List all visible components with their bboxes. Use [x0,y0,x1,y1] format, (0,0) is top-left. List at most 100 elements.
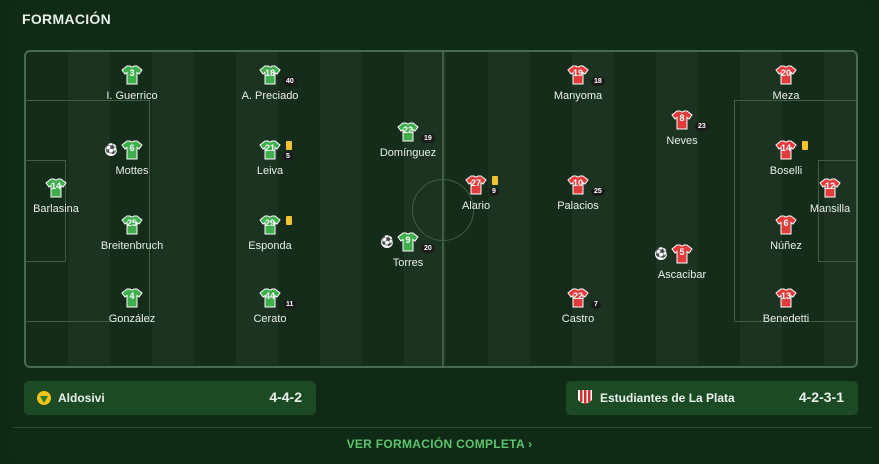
view-full-lineup-link[interactable]: VER FORMACIÓN COMPLETA › [0,437,879,451]
shirt-icon [397,122,419,142]
player-name: Leiva [256,165,284,177]
player-number: 6 [129,143,135,153]
shirt-icon [567,288,589,308]
shirt-icon [397,232,419,252]
player-number: 44 [264,291,275,301]
yellow-card-icon [492,176,498,185]
player-number: 18 [264,68,275,78]
player-name: Castro [561,313,595,325]
player-name: Esponda [248,240,292,252]
shirt-icon [121,65,143,85]
player-number: 22 [402,125,413,135]
left-penalty-area [26,100,150,322]
away-team-bar[interactable]: Estudiantes de La Plata 4-2-3-1 [566,381,858,415]
player-name: Barlasina [33,203,79,215]
player-name: Meza [772,90,800,102]
shirt-icon [121,140,143,160]
player-name: Mansilla [809,203,851,215]
player-number: 22 [572,291,583,301]
section-title: FORMACIÓN [22,11,112,27]
divider [12,427,872,428]
view-full-lineup-label: VER FORMACIÓN COMPLETA [346,437,525,451]
substitution-minute-badge: 25 [591,187,605,196]
player-number: 4 [129,291,135,301]
player-name: A. Preciado [241,90,299,102]
player-number: 3 [129,68,135,78]
player-number: 25 [126,218,137,228]
player-name: Cerato [253,313,287,325]
shirt-icon [465,175,487,195]
right-penalty-area [734,100,856,322]
player-name: Palacios [557,200,599,212]
football-icon: ⚽ [105,144,118,156]
substitution-minute-badge: 20 [421,244,435,253]
player-number: 20 [780,68,791,78]
player-name: Alario [461,200,491,212]
home-player[interactable]: 3 I. Guerrico [87,65,177,121]
shirt-icon [775,288,797,308]
substitution-minute-badge: 9 [489,187,499,196]
player-number: 9 [405,235,411,245]
substitution-minute-badge: 5 [283,152,293,161]
player-number: 6 [783,218,789,228]
shirt-icon [671,244,693,264]
player-name: Manyoma [553,90,603,102]
shirt-icon [775,140,797,160]
player-number: 8 [679,113,685,123]
shirt-icon [121,215,143,235]
player-name: I. Guerrico [106,90,158,102]
home-player[interactable]: 18 A. Preciado 40 [225,65,315,121]
shirt-icon [775,215,797,235]
player-name: Benedetti [762,313,810,325]
shirt-icon [259,288,281,308]
shirt-icon [819,178,841,198]
player-number: 27 [470,178,481,188]
center-circle [412,179,474,241]
player-name: Boselli [769,165,803,177]
substitution-minute-badge: 19 [421,134,435,143]
player-name: Breitenbruch [100,240,164,252]
player-name: González [108,313,156,325]
aldosivi-crest-icon [37,391,51,405]
player-name: Neves [666,135,698,147]
estudiantes-crest-icon [578,390,592,404]
home-team-bar[interactable]: Aldosivi 4-4-2 [24,381,316,415]
substitution-minute-badge: 18 [591,77,605,86]
player-name: Domínguez [379,147,437,159]
right-goal-area [818,160,856,262]
yellow-card-icon [802,141,808,150]
left-goal-area [26,160,66,262]
player-name: Mottes [115,165,149,177]
football-icon: ⚽ [655,248,668,260]
home-formation: 4-4-2 [269,389,302,405]
player-number: 29 [264,218,275,228]
yellow-card-icon [286,141,292,150]
substitution-minute-badge: 40 [283,77,297,86]
player-name: Ascacibar [657,269,707,281]
substitution-minute-badge: 11 [283,300,297,309]
shirt-icon [671,110,693,130]
away-formation: 4-2-3-1 [798,389,844,405]
substitution-minute-badge: 7 [591,300,601,309]
